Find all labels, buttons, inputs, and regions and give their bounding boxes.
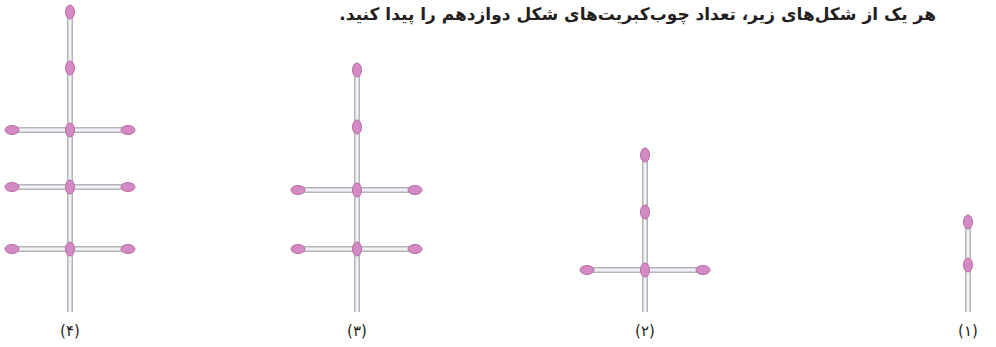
figure-4 (5, 5, 135, 312)
instruction-text: هر یک از شکل‌های زیر، تعداد چوب‌کبریت‌ها… (339, 4, 936, 24)
figure-number: (۲) (635, 322, 655, 340)
figure-number: (۴) (60, 322, 80, 340)
figure-1 (964, 215, 973, 312)
figure-3 (291, 63, 422, 312)
figure-number: (۳) (347, 322, 367, 340)
figure-number: (۱) (958, 322, 978, 340)
figure-2 (580, 148, 710, 312)
